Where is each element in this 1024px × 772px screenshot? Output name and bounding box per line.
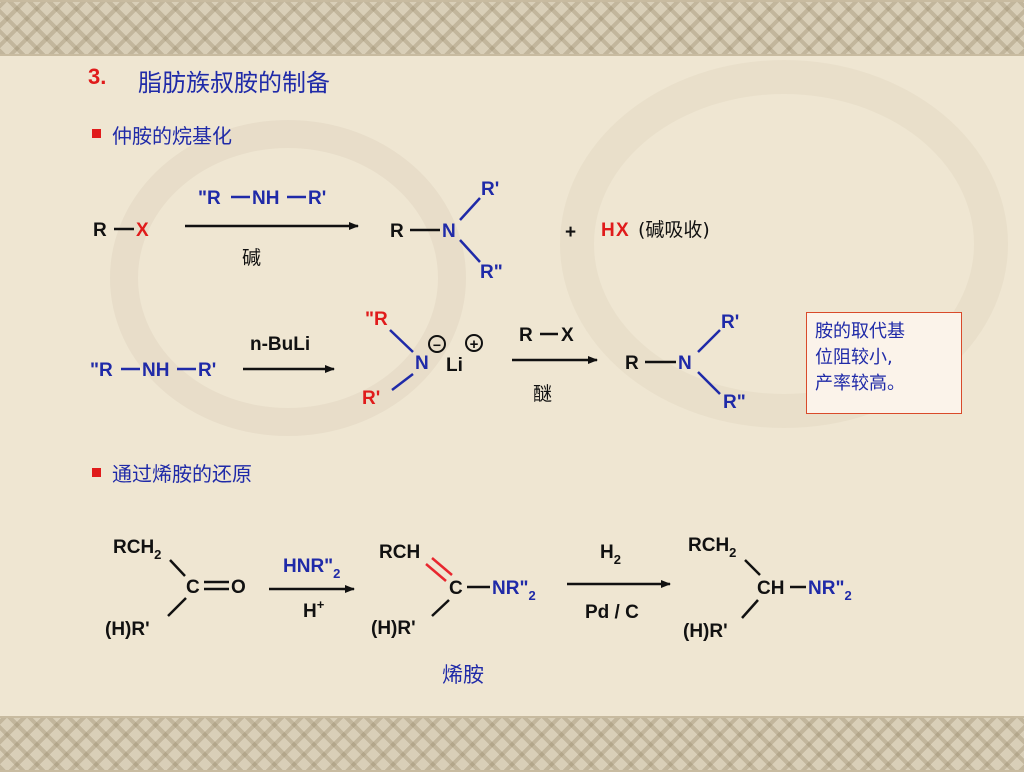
scheme-1-secondary-amine-alkylation: R X "R NH R' 碱 R N R' R" + H X (碱吸收) bbox=[93, 179, 710, 283]
bond bbox=[459, 197, 481, 221]
product-amine-group: NR"2 bbox=[808, 578, 852, 603]
reagent-r-prime: R' bbox=[308, 188, 326, 209]
start-r-prime: R' bbox=[198, 360, 216, 381]
reactant-x: X bbox=[136, 220, 149, 241]
ketone-carbon: C bbox=[186, 577, 200, 598]
catalyst: Pd / C bbox=[585, 602, 639, 623]
bond bbox=[167, 597, 187, 617]
product-r-prime: R' bbox=[481, 179, 499, 200]
product-r-prime: R' bbox=[721, 312, 739, 333]
product-rch: RCH2 bbox=[688, 535, 736, 560]
positive-charge-icon bbox=[465, 334, 483, 352]
decorative-border-top bbox=[0, 0, 1024, 56]
bond bbox=[389, 329, 414, 353]
intermediate-r-top: "R bbox=[365, 309, 388, 330]
condition-base: 碱 bbox=[242, 247, 261, 269]
reagent-nh: NH bbox=[252, 188, 279, 209]
reagent-r: "R bbox=[198, 188, 221, 209]
bond bbox=[391, 373, 414, 391]
decorative-border-bottom bbox=[0, 716, 1024, 772]
hx-h: H bbox=[601, 220, 615, 241]
enamine-double-bond bbox=[431, 557, 453, 576]
product-n: N bbox=[442, 221, 456, 242]
start-nh: NH bbox=[142, 360, 169, 381]
intermediate-n: N bbox=[415, 353, 429, 374]
start-r: "R bbox=[90, 360, 113, 381]
negative-charge-icon bbox=[428, 335, 446, 353]
enamine-substituent: (H)R' bbox=[371, 618, 416, 639]
product-r: R bbox=[625, 353, 639, 374]
scheme-2-lithium-amide-route: "R NH R' n-BuLi "R N R' − Li + R X 醚 R N… bbox=[90, 309, 746, 413]
bullet-square bbox=[92, 468, 101, 477]
bond bbox=[741, 599, 759, 619]
page-title: 脂肪族叔胺的制备 bbox=[138, 69, 330, 97]
ketone-oxygen: O bbox=[231, 577, 246, 598]
reagent-amine: HNR"2 bbox=[283, 556, 340, 581]
reagent2-x: X bbox=[561, 325, 574, 346]
enamine-double-bond bbox=[425, 563, 447, 582]
enamine-carbon: C bbox=[449, 578, 463, 599]
bond bbox=[744, 559, 761, 576]
bond bbox=[697, 371, 721, 395]
intermediate-r-bottom: R' bbox=[362, 388, 380, 409]
product-r-double-prime: R" bbox=[480, 262, 503, 283]
positive-charge-sign: + bbox=[470, 336, 479, 353]
product-r: R bbox=[390, 221, 404, 242]
plus-sign: + bbox=[565, 222, 576, 243]
enamine-label: 烯胺 bbox=[442, 663, 484, 687]
ketone-substituent: (H)R' bbox=[105, 619, 150, 640]
hx-x: X bbox=[616, 220, 629, 241]
reagent-acid: H+ bbox=[303, 597, 325, 622]
note-line: 产率较高。 bbox=[815, 373, 905, 394]
note-box: 胺的取代基 位阻较小, 产率较高。 bbox=[806, 312, 962, 414]
reactant-r: R bbox=[93, 220, 107, 241]
note-line: 位阻较小, bbox=[815, 347, 893, 368]
intermediate-li: Li bbox=[446, 355, 463, 376]
title-number: 3. bbox=[88, 64, 107, 89]
bond bbox=[459, 239, 481, 263]
hx-note: (碱吸收) bbox=[638, 219, 710, 241]
product-n: N bbox=[678, 353, 692, 374]
ketone-rch: RCH2 bbox=[113, 537, 161, 562]
solvent-ether: 醚 bbox=[533, 383, 552, 405]
bond bbox=[697, 329, 721, 353]
scheme-3-enamine-reduction: RCH2 C O (H)R' HNR"2 H+ RCH C NR"2 (H)R'… bbox=[105, 535, 852, 687]
bond bbox=[431, 599, 450, 617]
product-r-double-prime: R" bbox=[723, 392, 746, 413]
reagent2-r: R bbox=[519, 325, 533, 346]
reagent-hydrogen: H2 bbox=[600, 542, 621, 567]
reagent-butyllithium: n-BuLi bbox=[250, 334, 310, 355]
product-substituent: (H)R' bbox=[683, 621, 728, 642]
negative-charge-sign: − bbox=[433, 337, 441, 353]
note-line: 胺的取代基 bbox=[815, 321, 905, 342]
product-ch: CH bbox=[757, 578, 784, 599]
section-heading-alkylation: 仲胺的烷基化 bbox=[112, 124, 232, 148]
enamine-amine-group: NR"2 bbox=[492, 578, 536, 603]
section-heading-reduction: 通过烯胺的还原 bbox=[112, 462, 252, 486]
enamine-rch: RCH bbox=[379, 542, 420, 563]
bullet-square bbox=[92, 129, 101, 138]
bond bbox=[169, 559, 186, 577]
